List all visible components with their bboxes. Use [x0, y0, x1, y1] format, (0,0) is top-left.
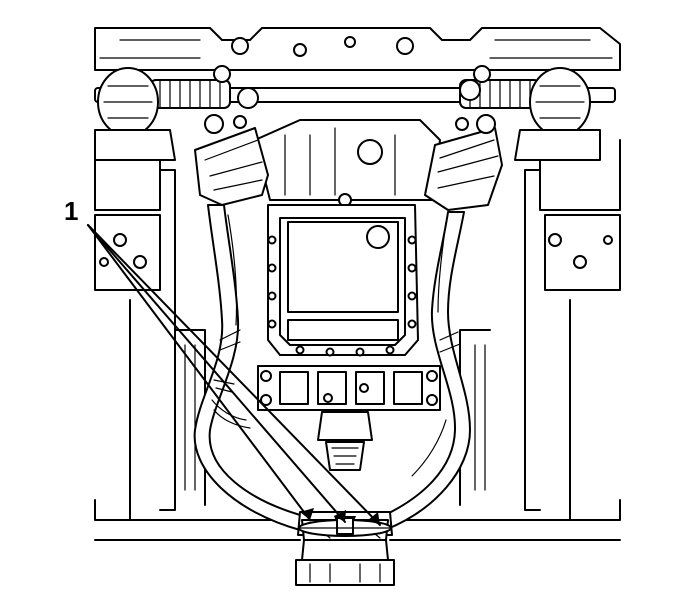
leader-line-1b	[87, 224, 346, 523]
callout-label-1: 1	[64, 196, 78, 226]
leader-line-1a	[87, 224, 311, 521]
right-knuckle	[514, 67, 601, 161]
frame-rail-right	[459, 139, 621, 521]
arrowhead-1b	[334, 510, 346, 522]
steering-rack	[94, 65, 616, 109]
exhaust-clamp	[298, 517, 392, 537]
transmission-crossmember	[257, 365, 441, 411]
exhaust-manifold-left	[194, 114, 269, 206]
leader-line-1c	[87, 224, 381, 526]
front-crossmember	[94, 27, 621, 71]
engine-block	[254, 119, 441, 207]
left-knuckle	[94, 67, 176, 161]
oil-pan	[267, 204, 419, 357]
callout-1: 1	[64, 196, 381, 526]
frame-rail-left	[94, 139, 206, 521]
arrowhead-1c	[368, 512, 380, 525]
transmission-tail	[317, 411, 373, 471]
exhaust-manifold-right	[424, 114, 503, 211]
intermediate-pipe	[295, 539, 395, 586]
arrowhead-1a	[300, 508, 314, 520]
